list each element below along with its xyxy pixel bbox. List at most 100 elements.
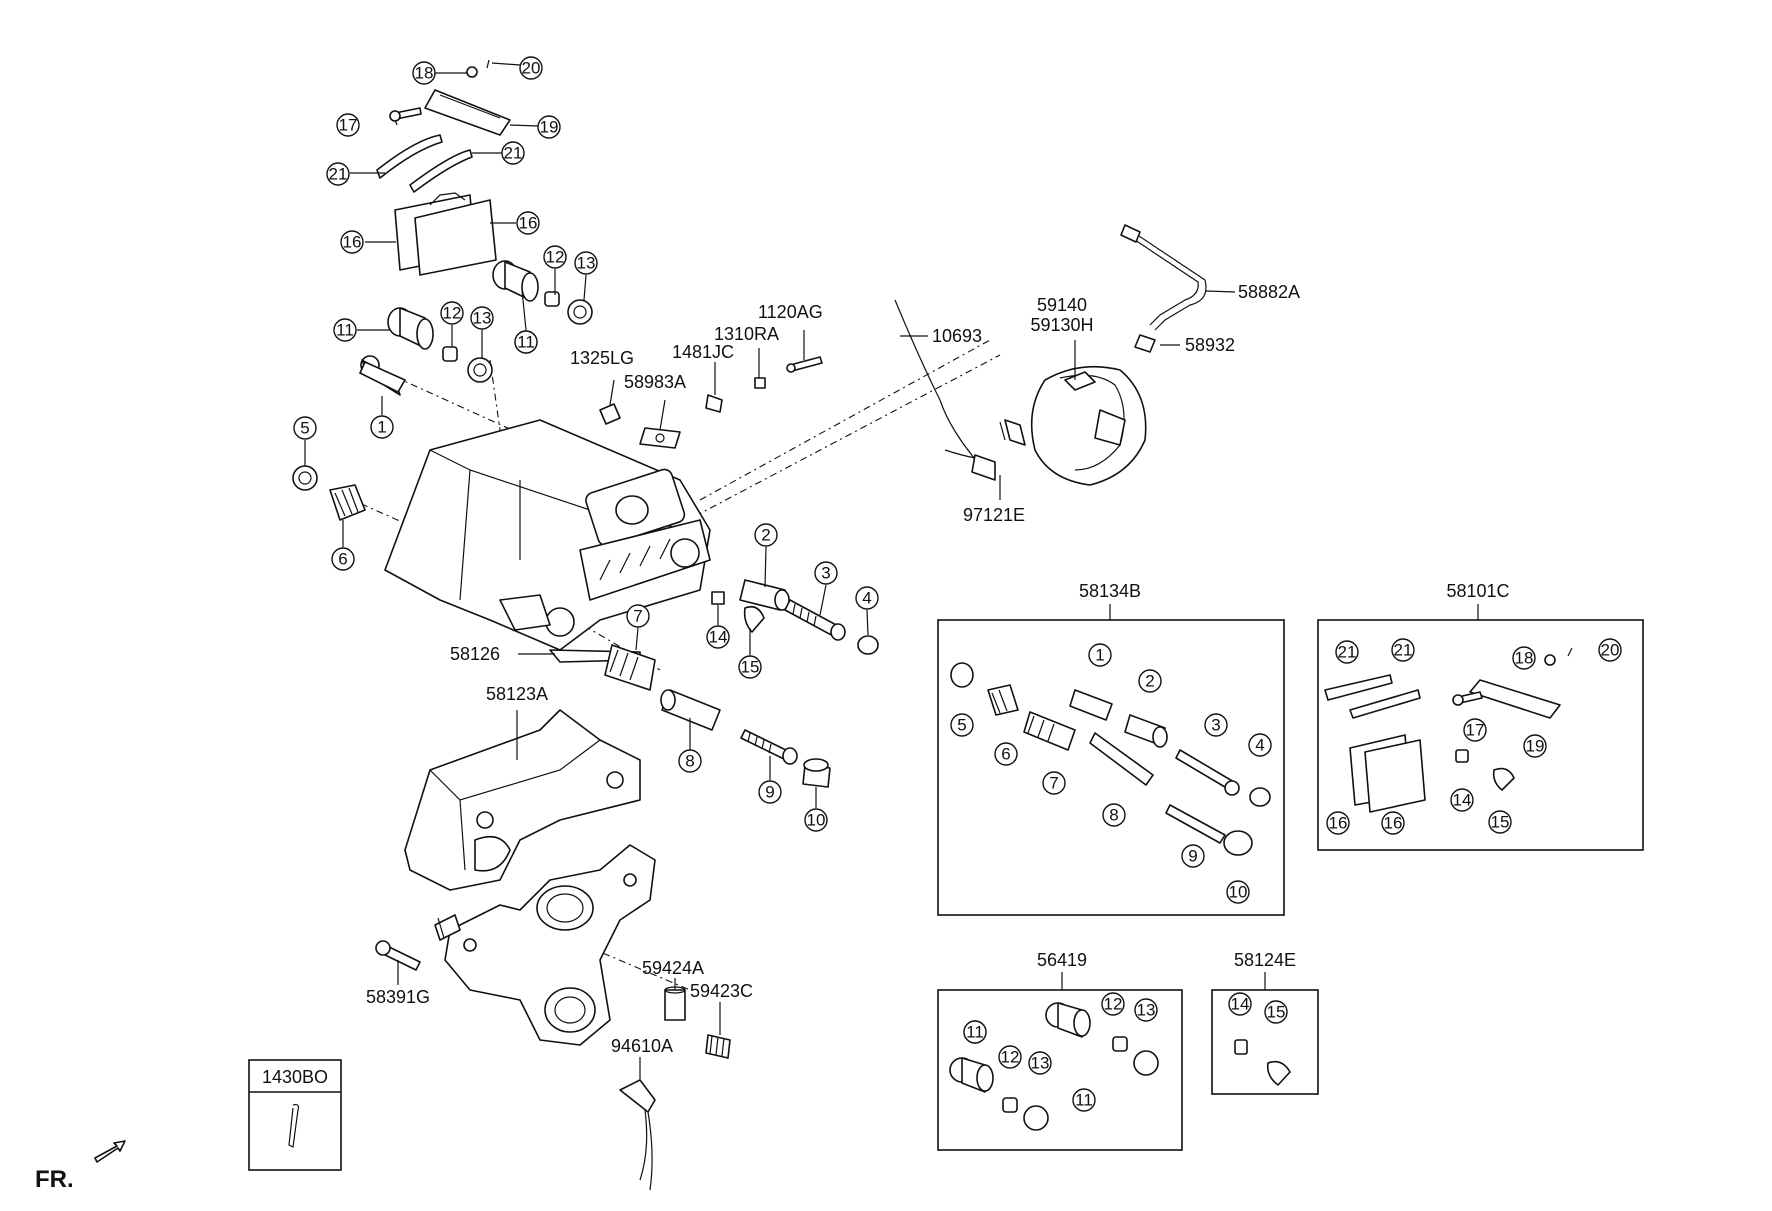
code-56419: 56419 [1037, 950, 1087, 970]
kit-callout-8: 8 [1102, 803, 1126, 827]
direction-label: FR. [35, 1166, 74, 1193]
kit-callout-10: 10 [1226, 880, 1250, 904]
code-1120AG: 1120AG [758, 302, 823, 322]
callout-16: 16 [340, 230, 364, 254]
guide-pin-1 [359, 361, 406, 393]
kit-callout-15: 15 [1264, 1000, 1288, 1024]
kit-callout-2: 2 [1138, 669, 1162, 693]
svg-text:15: 15 [741, 658, 760, 677]
kit-callout-16: 16 [1326, 811, 1350, 835]
callout-5: 5 [293, 416, 317, 440]
kit-callout-14: 14 [1228, 992, 1252, 1016]
front-arrow-icon [94, 1140, 126, 1163]
kit-box-58124E [1211, 989, 1319, 1095]
callout-4: 4 [855, 586, 879, 610]
kit-callout-3: 3 [1204, 713, 1228, 737]
code-58126: 58126 [450, 644, 500, 664]
svg-text:1: 1 [377, 418, 386, 437]
svg-text:13: 13 [1031, 1054, 1050, 1073]
svg-text:18: 18 [1515, 649, 1534, 668]
svg-text:6: 6 [338, 550, 347, 569]
svg-text:14: 14 [709, 628, 728, 647]
svg-text:3: 3 [1211, 716, 1220, 735]
kit-callout-19: 19 [1523, 734, 1547, 758]
svg-text:15: 15 [1267, 1003, 1286, 1022]
svg-text:7: 7 [1049, 774, 1058, 793]
kit-callout-12: 12 [1101, 992, 1125, 1016]
svg-text:13: 13 [577, 254, 596, 273]
svg-text:21: 21 [1338, 643, 1357, 662]
bubbles-58124E: 14 15 [1228, 992, 1288, 1024]
svg-text:21: 21 [1394, 641, 1413, 660]
steering-knuckle [375, 844, 731, 1191]
kit-58124E-parts [1234, 1039, 1291, 1086]
svg-text:13: 13 [1137, 1001, 1156, 1020]
svg-text:9: 9 [765, 783, 774, 802]
kit-callout-9: 9 [1181, 844, 1205, 868]
svg-text:8: 8 [685, 752, 694, 771]
svg-text:19: 19 [540, 118, 559, 137]
callout-8: 8 [678, 749, 702, 773]
kit-58101C-parts [1324, 647, 1573, 813]
callout-12: 12 [543, 245, 567, 269]
kit-callout-11: 11 [1072, 1088, 1096, 1112]
assembly-lines [329, 339, 1001, 991]
code-59140: 59140 [1037, 295, 1087, 315]
svg-text:18: 18 [415, 64, 434, 83]
code-58134B: 58134B [1079, 581, 1141, 601]
callout-11: 11 [514, 330, 538, 354]
svg-text:15: 15 [1491, 813, 1510, 832]
kit-callout-6: 6 [994, 742, 1018, 766]
callout-16: 16 [516, 211, 540, 235]
code-1325LG: 1325LG [570, 348, 634, 368]
caliper-pins-lower [549, 644, 831, 788]
brake-chamber [894, 224, 1207, 486]
svg-text:1: 1 [1095, 646, 1104, 665]
kit-box-56419 [937, 989, 1183, 1151]
kit-callout-13: 13 [1028, 1051, 1052, 1075]
svg-text:16: 16 [1384, 814, 1403, 833]
kit-56419-parts [949, 1002, 1159, 1131]
callout-18: 18 [412, 61, 436, 85]
code-1310RA: 1310RA [714, 324, 779, 344]
kit-callout-14: 14 [1450, 788, 1474, 812]
svg-text:20: 20 [522, 59, 541, 78]
code-58123A: 58123A [486, 684, 548, 704]
svg-text:2: 2 [761, 526, 770, 545]
svg-text:14: 14 [1453, 791, 1472, 810]
svg-text:9: 9 [1188, 847, 1197, 866]
code-58983A: 58983A [624, 372, 686, 392]
code-59424A: 59424A [642, 958, 704, 978]
code-1430BO: 1430BO [262, 1067, 328, 1087]
code-58124E: 58124E [1234, 950, 1296, 970]
svg-text:12: 12 [443, 304, 462, 323]
carrier-bracket [404, 709, 641, 891]
direction-indicator [94, 1140, 126, 1163]
svg-text:13: 13 [473, 309, 492, 328]
svg-text:3: 3 [821, 564, 830, 583]
callout-15: 15 [738, 655, 762, 679]
svg-text:4: 4 [862, 589, 871, 608]
kit-callout-12: 12 [998, 1045, 1022, 1069]
kit-callout-4: 4 [1248, 733, 1272, 757]
piston-boots [387, 260, 593, 383]
kit-callout-18: 18 [1512, 646, 1536, 670]
kit-callout-13: 13 [1134, 998, 1158, 1022]
part-codes: 58882A 59140 59130H 10693 58932 1120AG 1… [35, 282, 1510, 1193]
code-59130H: 59130H [1030, 315, 1093, 335]
svg-text:12: 12 [1001, 1048, 1020, 1067]
code-10693: 10693 [932, 326, 982, 346]
caliper-pins-right [711, 579, 879, 655]
callout-14: 14 [706, 625, 730, 649]
callout-21: 21 [326, 162, 350, 186]
callout-10: 10 [804, 808, 828, 832]
code-58391G: 58391G [366, 987, 430, 1007]
kit-callout-21: 21 [1391, 638, 1415, 662]
svg-text:21: 21 [504, 144, 523, 163]
svg-text:17: 17 [1466, 721, 1485, 740]
kit-58134B-parts [950, 662, 1271, 856]
kit-callout-20: 20 [1598, 638, 1622, 662]
kit-callout-5: 5 [950, 713, 974, 737]
callout-3: 3 [814, 561, 838, 585]
